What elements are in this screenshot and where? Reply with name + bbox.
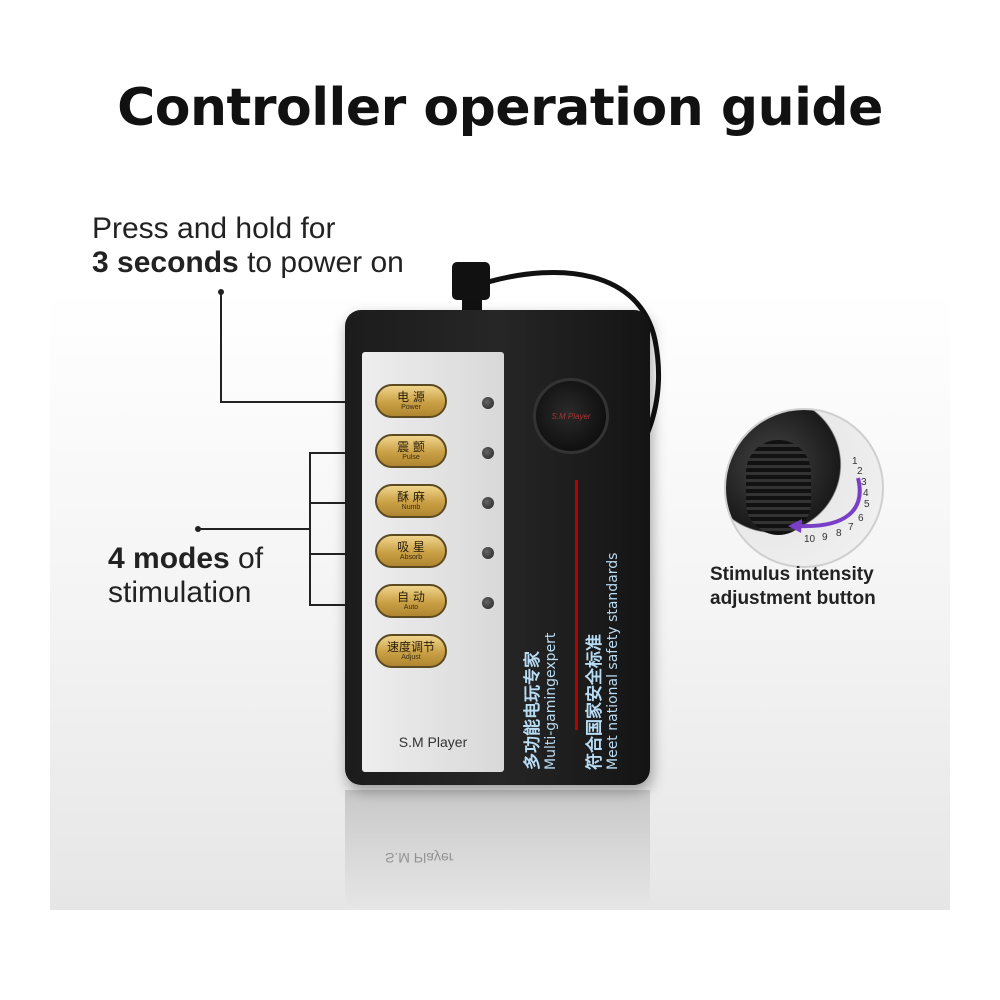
plug-connector (452, 262, 490, 300)
slogan-multi-gaming: 多功能电玩专家 Multi-gamingexpert (523, 633, 559, 770)
modes-leader-horizontal (198, 528, 310, 530)
absorb-button[interactable]: 吸 星 Absorb (375, 534, 447, 568)
auto-button-cn: 自 动 (397, 589, 425, 604)
power-button-en: Power (401, 403, 421, 411)
slogan2-cn: 符合国家安全标准 (585, 634, 605, 770)
pulse-button-cn: 震 颤 (397, 439, 425, 454)
adjust-button[interactable]: 速度调节 Adjust (375, 634, 447, 668)
power-leader-horizontal (220, 401, 370, 403)
numb-button-cn: 酥 麻 (397, 489, 425, 504)
intensity-knob[interactable]: S.M Player (533, 378, 609, 454)
knob-callout-line1: Stimulus intensity (710, 564, 874, 585)
modes-callout-bold: 4 modes (108, 542, 230, 575)
scale-5: 5 (864, 499, 870, 510)
modes-callout-rest: of (229, 542, 264, 575)
absorb-button-cn: 吸 星 (397, 539, 425, 554)
adjust-button-cn: 速度调节 (386, 639, 435, 654)
knob-label: S.M Player (551, 411, 591, 421)
power-leader-vertical (220, 292, 222, 402)
controller-device: 电 源 Power 震 颤 Pulse 酥 麻 Numb 吸 星 Absorb … (345, 310, 650, 785)
numb-button[interactable]: 酥 麻 Numb (375, 484, 447, 518)
numb-led (482, 497, 494, 509)
power-callout-line1: Press and hold for (92, 212, 336, 245)
power-callout-line2: 3 seconds to power on (92, 246, 404, 280)
modes-callout-line2: stimulation (108, 576, 252, 609)
power-button-cn: 电 源 (397, 389, 425, 404)
power-led (482, 397, 494, 409)
absorb-button-en: Absorb (399, 553, 423, 561)
modes-callout-line1: 4 modes of (108, 542, 263, 576)
power-callout: Press and hold for 3 seconds to power on (92, 212, 404, 280)
reflection-brand: S.M Player (385, 850, 454, 866)
scale-6: 6 (858, 513, 864, 524)
numb-button-en: Numb (401, 503, 421, 511)
pulse-button[interactable]: 震 颤 Pulse (375, 434, 447, 468)
red-stripe (575, 480, 578, 730)
knob-closeup-inset: 1 2 3 4 5 6 7 8 9 10 (724, 408, 884, 568)
auto-button[interactable]: 自 动 Auto (375, 584, 447, 618)
brand-label: S.M Player (398, 734, 468, 750)
modes-bracket-tick-4 (309, 604, 371, 606)
knob-wheel (746, 440, 811, 535)
slogan2-en: Meet national safety standards (605, 552, 621, 770)
modes-bracket-tick-3 (309, 553, 371, 555)
slogan1-cn: 多功能电玩专家 (523, 651, 543, 770)
modes-bracket-tick-1 (309, 452, 371, 454)
pulse-button-en: Pulse (402, 453, 420, 461)
modes-callout: 4 modes of stimulation (108, 542, 263, 610)
pulse-led (482, 447, 494, 459)
absorb-led (482, 547, 494, 559)
slogan-safety: 符合国家安全标准 Meet national safety standards (585, 553, 621, 770)
scale-10: 10 (804, 534, 816, 545)
faceplate: 电 源 Power 震 颤 Pulse 酥 麻 Numb 吸 星 Absorb … (362, 352, 504, 772)
scale-1: 1 (852, 456, 858, 467)
modes-bracket-vertical (309, 452, 311, 606)
auto-button-en: Auto (403, 603, 419, 611)
scale-4: 4 (863, 488, 869, 499)
page-title: Controller operation guide (117, 78, 883, 138)
auto-led (482, 597, 494, 609)
rotation-arrow-icon (788, 477, 862, 533)
power-button[interactable]: 电 源 Power (375, 384, 447, 418)
scale-2: 2 (857, 466, 863, 477)
modes-bracket-tick-2 (309, 502, 371, 504)
knob-callout: Stimulus intensity adjustment button (710, 563, 876, 611)
device-reflection: S.M Player (345, 790, 650, 910)
scale-8: 8 (836, 528, 842, 539)
adjust-button-en: Adjust (401, 653, 421, 661)
slogan1-en: Multi-gamingexpert (543, 632, 559, 770)
power-callout-rest: to power on (238, 246, 404, 279)
knob-callout-line2: adjustment button (710, 588, 876, 609)
power-callout-bold: 3 seconds (92, 246, 239, 279)
scale-3: 3 (861, 477, 867, 488)
scale-7: 7 (848, 522, 854, 533)
scale-9: 9 (822, 532, 828, 543)
